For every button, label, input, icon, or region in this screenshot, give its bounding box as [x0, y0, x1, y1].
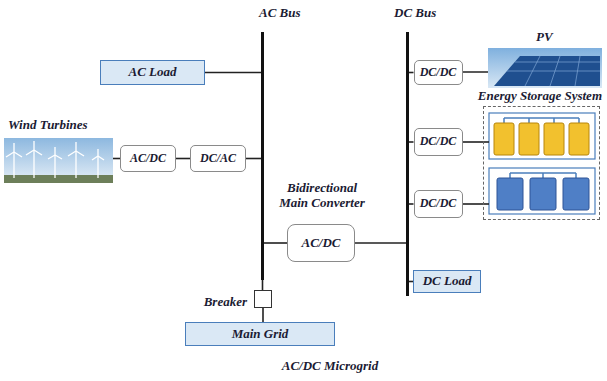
main-converter-box: Bidirectional Main ConverterAC/DC [287, 224, 355, 262]
node-label: DC/DC [420, 197, 457, 211]
caption: AC/DC Microgrid [250, 359, 410, 374]
node-label: AC/DC [301, 236, 340, 251]
wire [262, 280, 264, 290]
node-label: DC/DC [420, 135, 457, 149]
converter-box: AC/DC [120, 145, 176, 172]
load-box: AC Load [100, 60, 205, 85]
wire [463, 141, 484, 143]
battery-pack-blue [489, 168, 595, 214]
storage-group: Energy Storage System [483, 106, 600, 220]
breaker-box: Breaker [254, 290, 272, 308]
wire [176, 158, 190, 160]
node-heading: Energy Storage System [478, 89, 602, 104]
wire [246, 158, 261, 160]
converter-box: DC/DC [414, 128, 463, 156]
node-heading: Bidirectional Main Converter [272, 181, 372, 211]
pv-panel-picture [488, 48, 602, 88]
node-heading: Breaker [204, 295, 247, 310]
load-box: DC Load [413, 270, 481, 293]
wire [409, 72, 414, 74]
wire [262, 308, 264, 322]
grid-box: Main Grid [185, 322, 335, 346]
ac-bus: AC Bus [261, 32, 264, 280]
wire [409, 141, 414, 143]
battery-pack-yellow [489, 113, 595, 159]
wire [355, 242, 406, 244]
node-label: DC/AC [200, 152, 236, 166]
wire [264, 242, 287, 244]
node-label: AC/DC [130, 152, 166, 166]
dc-bus: DC Bus [406, 32, 409, 296]
picture-label: Wind Turbines [8, 118, 88, 133]
wire [409, 203, 414, 205]
node-heading: DC Bus [394, 6, 436, 21]
converter-box: DC/DC [414, 60, 463, 85]
picture-label: PV [536, 30, 553, 45]
node-label: AC Load [128, 65, 176, 80]
wire [463, 203, 484, 205]
node-heading: AC Bus [259, 6, 301, 21]
wind-turbine-picture [4, 138, 113, 183]
wire [205, 72, 261, 74]
node-label: DC Load [423, 274, 472, 289]
node-label: DC/DC [420, 66, 457, 80]
converter-box: DC/DC [414, 190, 463, 218]
converter-box: DC/AC [190, 145, 246, 172]
node-label: Main Grid [232, 327, 289, 342]
